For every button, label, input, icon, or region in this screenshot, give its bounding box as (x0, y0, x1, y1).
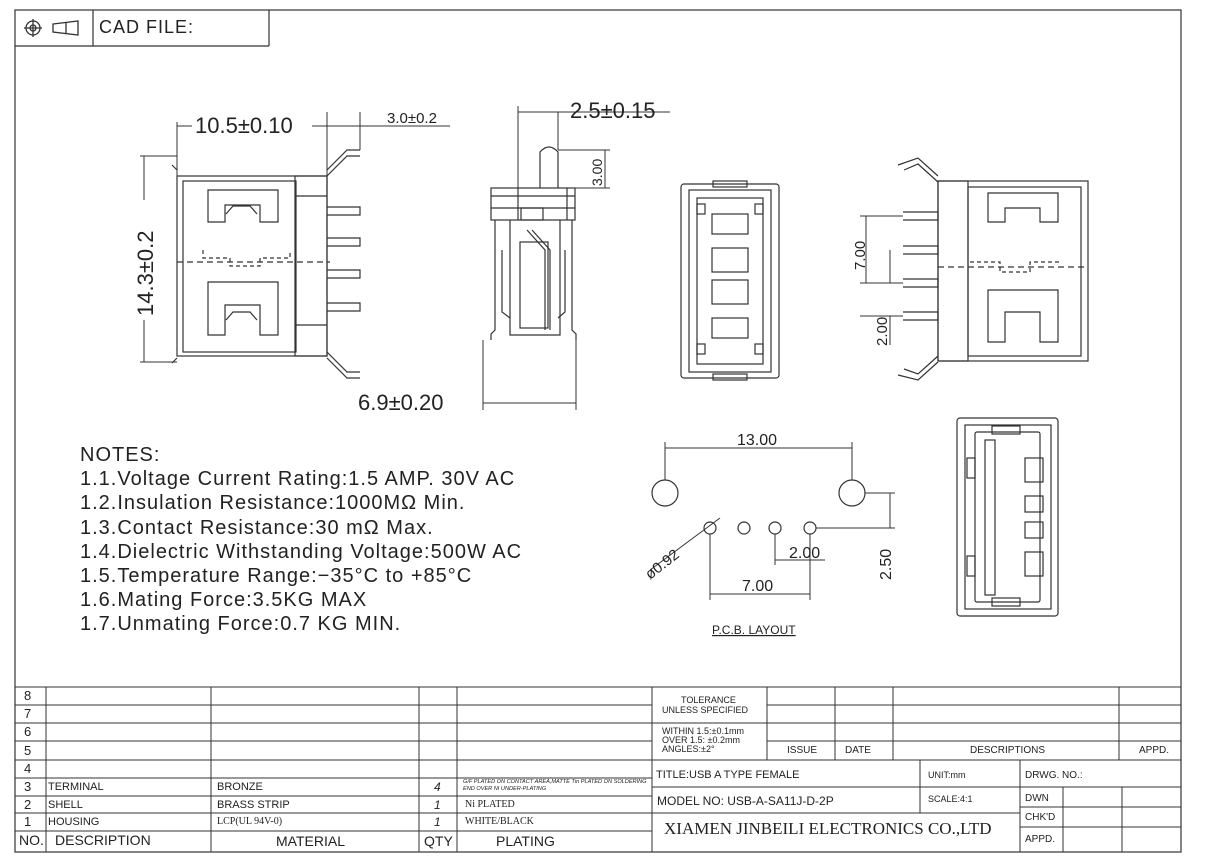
dim-front-pin-offset: 3.0±0.2 (387, 110, 437, 127)
bom-row-number: 5 (24, 743, 32, 758)
bom-plating: Ni PLATED (465, 799, 515, 810)
face-view (680, 180, 780, 381)
issue-header: ISSUE (787, 745, 818, 756)
front-view (171, 149, 361, 379)
scale-label: SCALE:4:1 (928, 794, 973, 804)
bom-description: SHELL (48, 799, 83, 811)
bom-header-no: NO. (19, 832, 44, 848)
pcb-layout-label: P.C.B. LAYOUT (712, 623, 796, 637)
dim-front-height: 14.3±0.2 (133, 231, 158, 316)
bom-grid (15, 686, 1181, 852)
bom-qty: 1 (434, 798, 441, 812)
tolerance-title: TOLERANCE (681, 695, 736, 705)
dim-pcb-pitch: 2.00 (789, 545, 820, 562)
pcb-layout (651, 479, 866, 535)
bom-plating: WHITE/BLACK (465, 816, 534, 827)
descriptions-header: DESCRIPTIONS (970, 745, 1046, 756)
tolerance-angles: ANGLES:±2° (662, 744, 715, 754)
drawing-title: TITLE:USB A TYPE FEMALE (656, 769, 800, 781)
appd-header: APPD. (1139, 745, 1170, 756)
bom-row-number: 4 (24, 761, 32, 776)
note-item: 1.6.Mating Force:3.5KG MAX (80, 589, 368, 612)
bom-qty: 4 (434, 780, 441, 794)
dim-pcb-pin-span: 7.00 (742, 578, 773, 595)
bom-row-number: 2 (24, 797, 32, 812)
dwn-label: DWN (1025, 793, 1049, 804)
appd-label: APPD. (1025, 834, 1056, 845)
dim-right-pitch-small: 2.00 (874, 317, 891, 346)
front-dimensions (140, 112, 450, 363)
bom-row-number: 1 (24, 814, 32, 829)
pcb-dimensions (649, 442, 895, 600)
date-header: DATE (845, 745, 871, 756)
dim-pcb-span: 13.00 (737, 432, 777, 449)
bom-material: LCP(UL 94V-0) (217, 816, 283, 827)
model-no: MODEL NO: USB-A-SA11J-D-2P (657, 794, 834, 808)
bom-plating: G/F PLATED ON CONTACT AREA,MATTE Tin PLA… (463, 779, 647, 792)
tolerance-within: WITHIN 1.5:±0.1mm (662, 726, 744, 736)
note-item: 1.4.Dielectric Withstanding Voltage:500W… (80, 540, 523, 563)
bom-header-qty: QTY (424, 833, 453, 849)
bom-header-material: MATERIAL (276, 833, 345, 849)
right-view (897, 157, 1089, 381)
bom-qty: 1 (434, 815, 441, 829)
dim-pcb-offset: 2.50 (878, 549, 895, 580)
note-item: 1.5.Temperature Range:−35°C to +85°C (80, 565, 473, 588)
tolerance-over: OVER 1.5: ±0.2mm (662, 735, 740, 745)
bom-material: BRONZE (217, 781, 263, 793)
projection-symbol-icon (24, 19, 79, 37)
notes-title: NOTES: (80, 444, 161, 466)
dim-right-pitch-big: 7.00 (852, 241, 869, 270)
dim-side-depth: 6.9±0.20 (358, 390, 443, 415)
unit-label: UNIT:mm (928, 770, 966, 780)
note-item: 1.1.Voltage Current Rating:1.5 AMP. 30V … (80, 468, 516, 491)
notes-block: NOTES: 1.1.Voltage Current Rating:1.5 AM… (80, 443, 522, 637)
note-item: 1.3.Contact Resistance:30 mΩ Max. (80, 516, 434, 539)
side-view (490, 146, 577, 340)
bom-row-number: 3 (24, 779, 32, 794)
right-dimensions (860, 215, 903, 345)
chkd-label: CHK'D (1025, 812, 1056, 823)
company-name: XIAMEN JINBEILI ELECTRONICS CO.,LTD (664, 819, 992, 838)
tolerance-sub: UNLESS SPECIFIED (662, 705, 749, 715)
bom-header-plating: PLATING (496, 833, 555, 849)
drawing-frame (14, 9, 1182, 853)
dim-pcb-hole-dia: ø0.92 (642, 546, 683, 583)
cad-file-label: CAD FILE: (99, 17, 195, 37)
bom-row-number: 6 (24, 724, 32, 739)
bom-row-number: 8 (24, 688, 32, 703)
bom-header-description: DESCRIPTION (55, 832, 151, 848)
bom-description: HOUSING (48, 816, 100, 828)
bom-material: BRASS STRIP (217, 799, 290, 811)
bom-row-number: 7 (24, 706, 32, 721)
note-item: 1.2.Insulation Resistance:1000MΩ Min. (80, 492, 466, 515)
bottom-view (956, 417, 1059, 617)
note-item: 1.7.Unmating Force:0.7 KG MIN. (80, 613, 402, 636)
dim-side-pin: 3.00 (589, 159, 605, 186)
bom-description: TERMINAL (48, 781, 104, 793)
dim-front-width: 10.5±0.10 (195, 113, 293, 138)
side-dimensions (482, 106, 670, 410)
drwg-no-label: DRWG. NO.: (1025, 770, 1083, 781)
dim-side-top: 2.5±0.15 (570, 98, 655, 123)
